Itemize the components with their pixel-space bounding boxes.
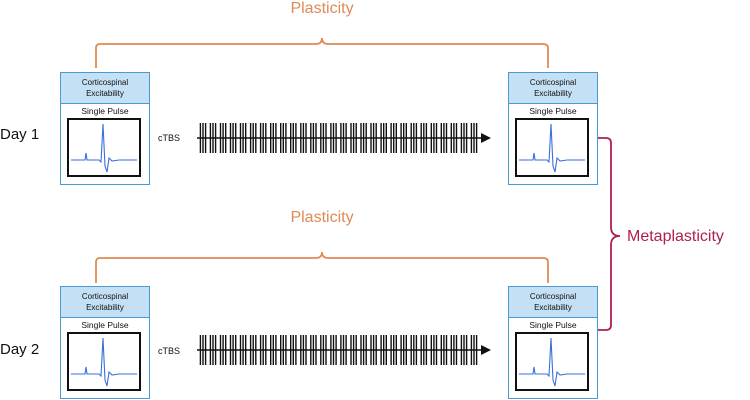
mep-trace <box>519 123 585 173</box>
panel-title-line2: Excitability <box>86 303 124 312</box>
panel-title-line1: Corticospinal <box>81 292 129 301</box>
mep-trace <box>71 337 137 387</box>
panel-title-line2: Excitability <box>86 89 124 98</box>
plasticity-label-day2: Plasticity <box>290 209 354 226</box>
plasticity-brace-day1 <box>95 37 549 68</box>
panel-title-line1: Corticospinal <box>81 78 129 87</box>
ctbs-label-day2: cTBS <box>158 346 181 356</box>
ctbs-arrowhead-day1 <box>481 133 491 143</box>
mep-waveform <box>71 123 137 173</box>
panel-title-line2: Excitability <box>534 89 572 98</box>
plasticity-label-day1: Plasticity <box>290 0 354 17</box>
panel-subtitle: Single Pulse <box>529 320 577 330</box>
mep-trace <box>71 123 137 173</box>
metaplasticity-label: Metaplasticity <box>627 228 724 245</box>
day2-label: Day 2 <box>0 341 40 358</box>
mep-waveform <box>71 337 137 387</box>
panel-title-line1: Corticospinal <box>529 292 577 301</box>
panel-subtitle: Single Pulse <box>81 106 129 116</box>
ctbs-label-day1: cTBS <box>158 133 181 143</box>
panel-title-line1: Corticospinal <box>529 78 577 87</box>
metaplasticity-bracket <box>594 137 621 331</box>
pulse-train-day2 <box>199 335 478 365</box>
mep-trace-plot <box>515 118 589 177</box>
mep-waveform <box>519 337 585 387</box>
pulse-train-day1 <box>199 123 478 153</box>
mep-trace-plot <box>67 332 141 391</box>
panel-subtitle: Single Pulse <box>81 320 129 330</box>
panel-subtitle: Single Pulse <box>529 106 577 116</box>
mep-trace-plot <box>515 332 589 391</box>
ctbs-arrowhead-day2 <box>481 345 491 355</box>
mep-trace <box>519 337 585 387</box>
day1-label: Day 1 <box>0 126 40 143</box>
mep-trace-plot <box>67 118 141 177</box>
plasticity-brace-day2 <box>95 251 549 283</box>
panel-title-line2: Excitability <box>534 303 572 312</box>
mep-waveform <box>519 123 585 173</box>
